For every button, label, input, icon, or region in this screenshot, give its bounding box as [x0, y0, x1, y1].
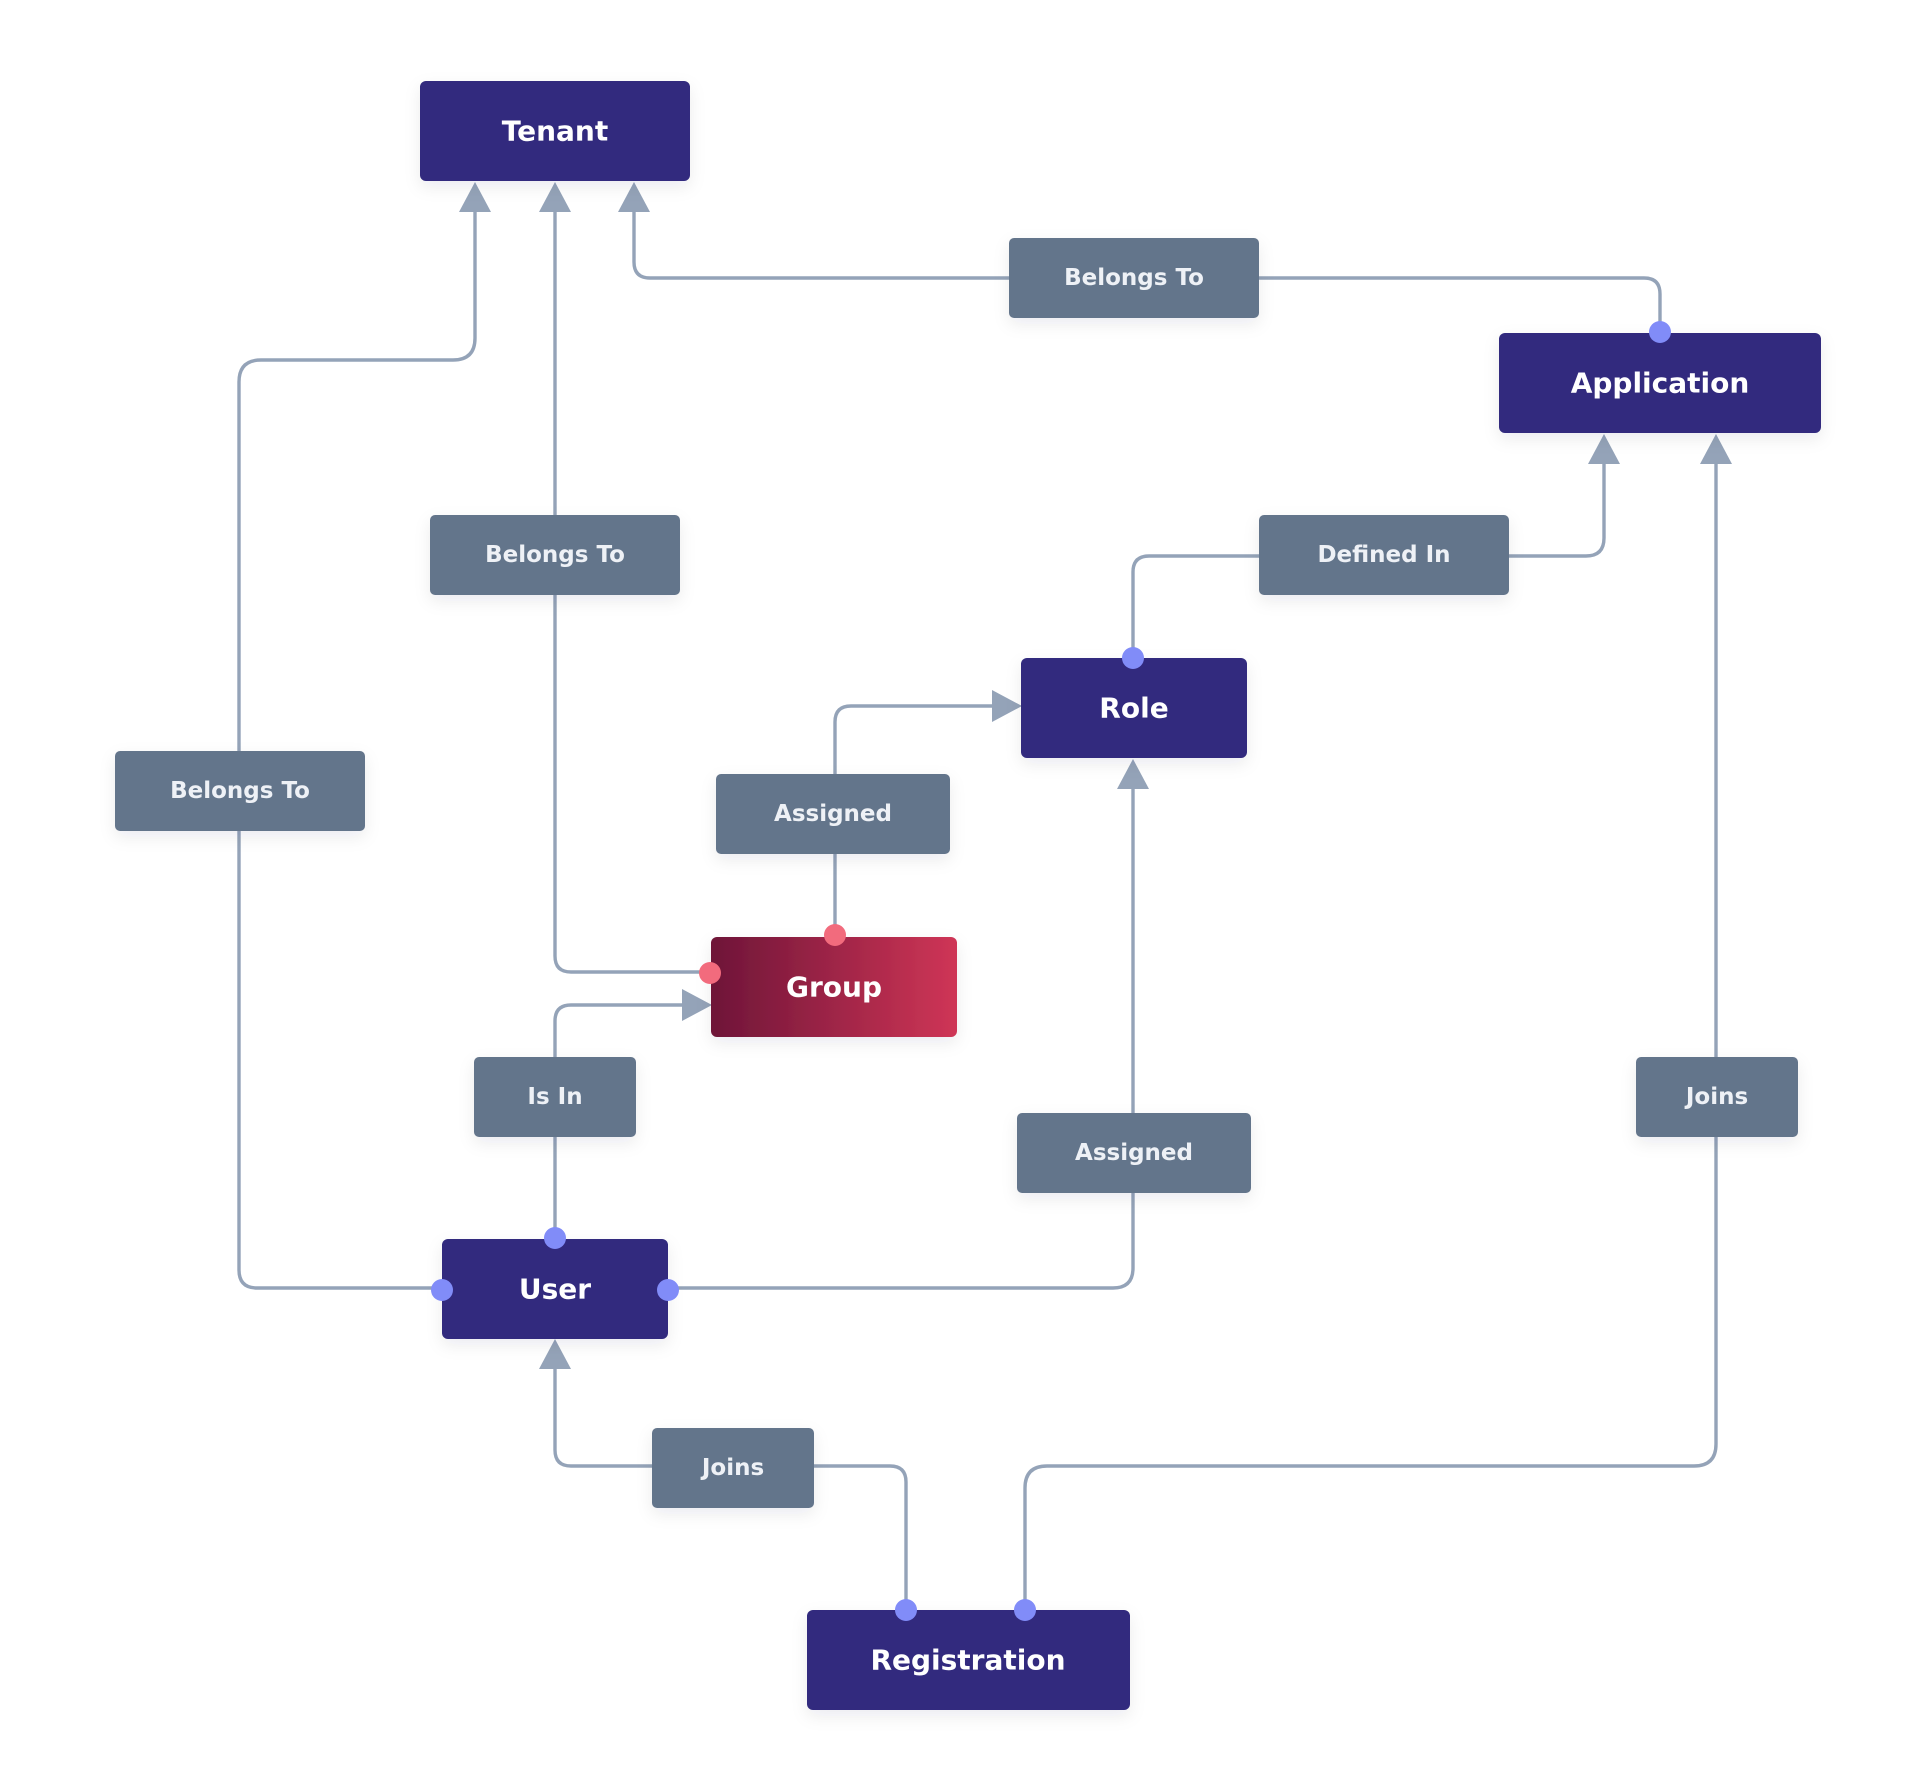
- arrowhead-up-icon: [539, 182, 571, 212]
- arrowhead-up-icon: [459, 182, 491, 212]
- entity-group-label: Group: [786, 971, 882, 1004]
- relation-label-registration-joins-application[interactable]: Joins: [1636, 1057, 1798, 1137]
- endpoint-dots: [431, 321, 1671, 1621]
- arrowhead-up-icon: [1588, 434, 1620, 464]
- relation-label-registration-joins-user[interactable]: Joins: [652, 1428, 814, 1508]
- arrowhead-right-icon: [992, 690, 1022, 722]
- relation-label-text: Is In: [527, 1084, 582, 1110]
- entity-user[interactable]: User: [442, 1239, 668, 1339]
- relation-label-text: Belongs To: [485, 542, 625, 568]
- relation-label-text: Joins: [1684, 1084, 1748, 1110]
- relation-label-text: Joins: [700, 1455, 764, 1481]
- connection-handle-icon[interactable]: [657, 1279, 679, 1301]
- relation-label-user-belongs-to-tenant[interactable]: Belongs To: [115, 751, 365, 831]
- entity-tenant-label: Tenant: [502, 115, 609, 148]
- edge-user-belongs-to-tenant: [237, 201, 477, 1290]
- entity-application-label: Application: [1571, 367, 1750, 400]
- connection-handle-icon[interactable]: [1649, 321, 1671, 343]
- relation-label-user-assigned-role[interactable]: Assigned: [1017, 1113, 1251, 1193]
- entity-application[interactable]: Application: [1499, 333, 1821, 433]
- connection-handle-icon[interactable]: [895, 1599, 917, 1621]
- arrowhead-right-icon: [682, 989, 712, 1021]
- relation-label-text: Belongs To: [1064, 265, 1204, 291]
- entity-group[interactable]: Group: [711, 937, 957, 1037]
- arrowhead-up-icon: [1117, 759, 1149, 789]
- connection-handle-icon[interactable]: [1122, 647, 1144, 669]
- relation-label-group-assigned-role[interactable]: Assigned: [716, 774, 950, 854]
- relation-label-group-belongs-to-tenant[interactable]: Belongs To: [430, 515, 680, 595]
- edge-group-assigned-role: [833, 704, 996, 936]
- relation-label-user-is-in-group[interactable]: Is In: [474, 1057, 636, 1137]
- relation-label-text: Defined In: [1317, 542, 1450, 568]
- connection-handle-icon[interactable]: [699, 962, 721, 984]
- edge-user-is-in-group: [553, 1003, 690, 1238]
- arrowhead-up-icon: [539, 1339, 571, 1369]
- entity-registration[interactable]: Registration: [807, 1610, 1130, 1710]
- connection-handle-icon[interactable]: [431, 1279, 453, 1301]
- relation-label-text: Belongs To: [170, 778, 310, 804]
- connection-handle-icon[interactable]: [824, 924, 846, 946]
- entity-role-label: Role: [1099, 692, 1168, 725]
- relation-label-text: Assigned: [774, 801, 892, 827]
- relation-label-text: Assigned: [1075, 1140, 1193, 1166]
- entity-user-label: User: [519, 1273, 591, 1306]
- arrowhead-up-icon: [618, 182, 650, 212]
- arrowheads: [459, 182, 1732, 1369]
- connectors: [237, 201, 1718, 1609]
- relation-label-role-defined-in-application[interactable]: Defined In: [1259, 515, 1509, 595]
- entity-registration-label: Registration: [870, 1644, 1065, 1677]
- entity-role[interactable]: Role: [1021, 658, 1247, 758]
- edge-registration-joins-application: [1023, 453, 1718, 1609]
- connection-handle-icon[interactable]: [1014, 1599, 1036, 1621]
- entity-tenant[interactable]: Tenant: [420, 81, 690, 181]
- arrowhead-up-icon: [1700, 434, 1732, 464]
- edge-user-assigned-role: [665, 786, 1135, 1290]
- relation-label-application-belongs-to-tenant[interactable]: Belongs To: [1009, 238, 1259, 318]
- connection-handle-icon[interactable]: [544, 1227, 566, 1249]
- edge-group-belongs-to-tenant: [553, 201, 711, 974]
